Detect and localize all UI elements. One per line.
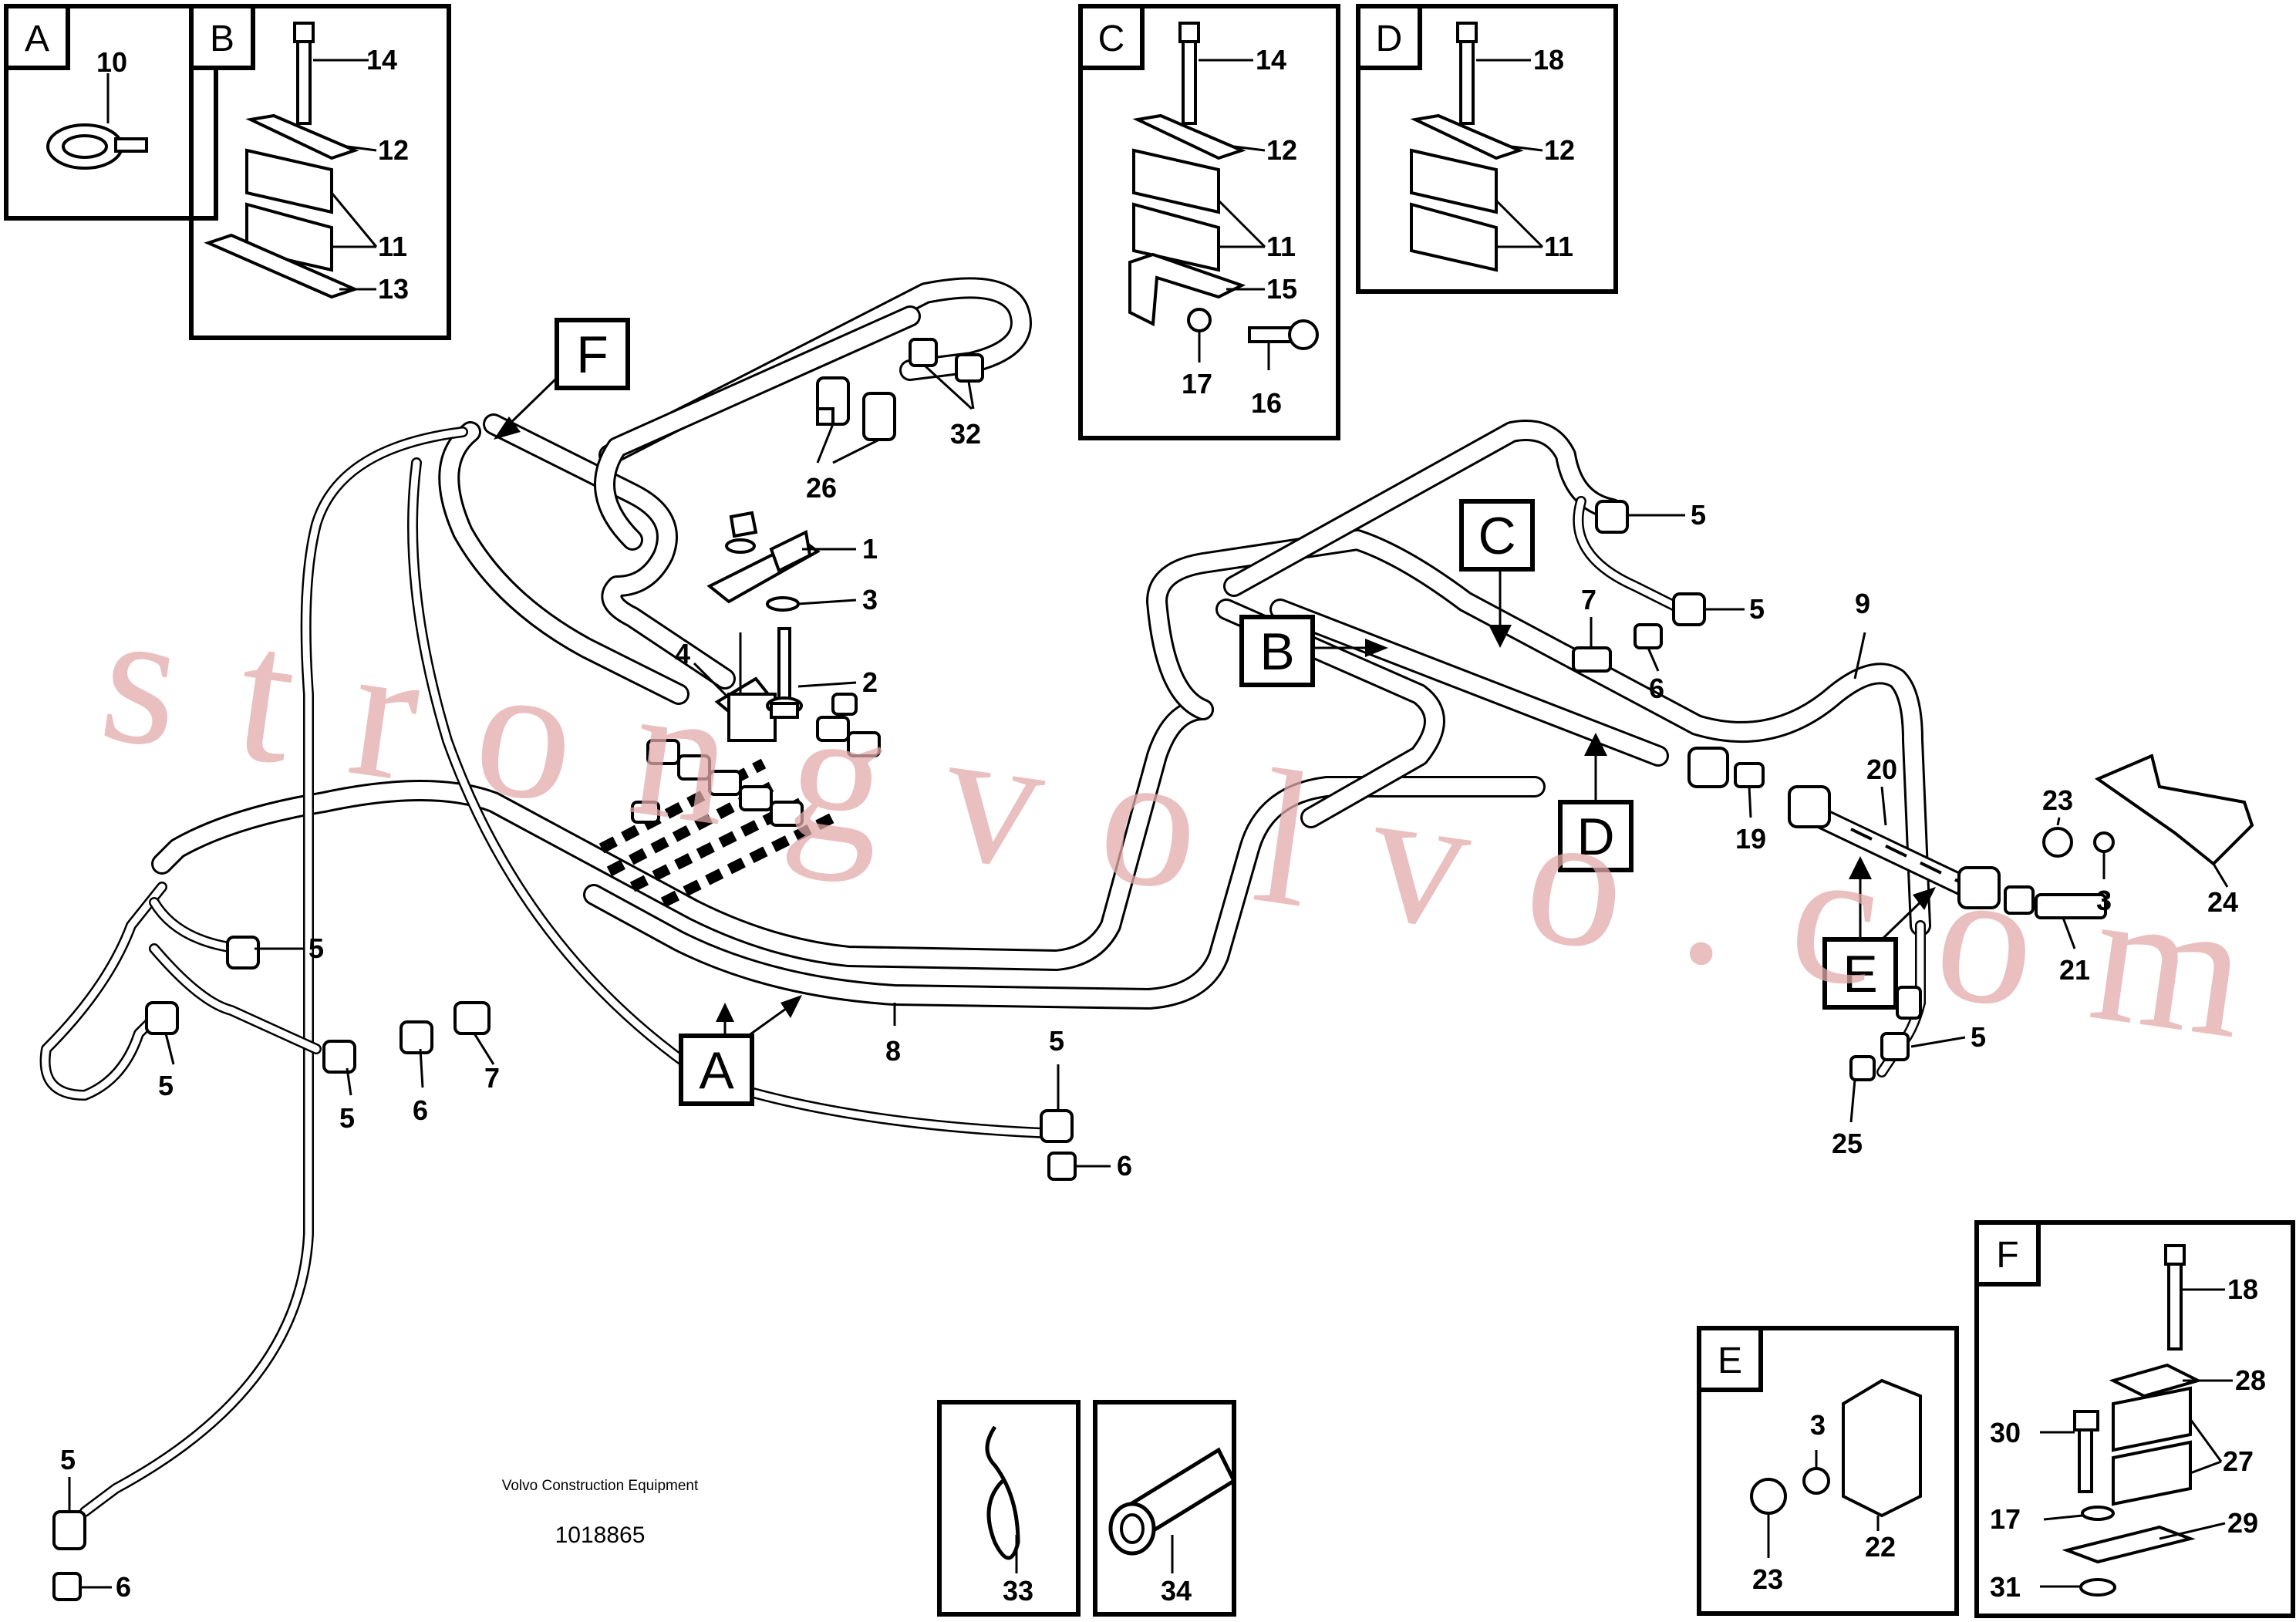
- label-6-bottom-left: 6: [116, 1571, 131, 1603]
- detail-b-label: B: [210, 19, 234, 59]
- label-23-main: 23: [2042, 784, 2073, 816]
- label-5-b: 5: [1749, 593, 1765, 625]
- label-f-17: 17: [1990, 1503, 2021, 1535]
- svg-text:C: C: [1478, 507, 1515, 565]
- detail-box-c: C 14 12 11 15 17 16: [1078, 4, 1340, 440]
- label-6-left: 6: [413, 1094, 428, 1126]
- svg-text:D: D: [1576, 808, 1614, 866]
- svg-text:A: A: [699, 1041, 734, 1100]
- label-e-22: 22: [1865, 1531, 1896, 1563]
- detail-f-label: F: [1996, 1235, 2018, 1276]
- label-6-right: 6: [1649, 673, 1664, 704]
- footer-company: Volvo Construction Equipment: [502, 1478, 699, 1494]
- label-b-11: 11: [378, 231, 407, 262]
- label-19: 19: [1735, 823, 1766, 855]
- label-c-14: 14: [1256, 44, 1286, 76]
- label-9: 9: [1855, 588, 1870, 619]
- detail-box-d: D 18 12 11: [1356, 4, 1618, 294]
- label-5-a: 5: [1691, 499, 1706, 531]
- label-26: 26: [806, 472, 837, 504]
- label-f-27: 27: [2223, 1445, 2254, 1477]
- label-f-18: 18: [2227, 1273, 2258, 1305]
- label-5-left-c: 5: [339, 1102, 355, 1134]
- label-c-11: 11: [1266, 231, 1296, 262]
- label-7-right: 7: [1581, 584, 1596, 615]
- detail-e-label: E: [1718, 1340, 1742, 1381]
- detail-box-e: E 3 22 23: [1697, 1326, 1959, 1616]
- detail-box-b: B 14 12 11 13: [189, 4, 451, 340]
- label-1: 1: [862, 533, 878, 565]
- label-c-15: 15: [1266, 273, 1297, 305]
- label-2: 2: [862, 666, 878, 698]
- label-f-30: 30: [1990, 1417, 2021, 1448]
- label-20: 20: [1866, 754, 1897, 785]
- label-32: 32: [950, 418, 981, 450]
- label-8: 8: [885, 1035, 901, 1067]
- label-f-31: 31: [1990, 1571, 2021, 1603]
- bracket-assembly-1-2-3: [706, 511, 821, 719]
- label-25: 25: [1832, 1128, 1863, 1159]
- label-d-12: 12: [1544, 134, 1575, 166]
- detail-box-a: A 10: [4, 4, 218, 221]
- label-c-12: 12: [1266, 134, 1297, 166]
- detail-box-34: 34: [1093, 1400, 1237, 1617]
- label-5-bottom-left: 5: [60, 1444, 76, 1475]
- callout-tag-e: E: [1822, 856, 1936, 1010]
- label-34: 34: [1161, 1575, 1192, 1607]
- label-d-11: 11: [1544, 231, 1573, 262]
- label-b-12: 12: [378, 134, 409, 166]
- label-f-28: 28: [2235, 1364, 2266, 1396]
- label-5-lower-right: 5: [1971, 1021, 1986, 1053]
- label-24: 24: [2207, 886, 2238, 918]
- main-part-labels: 1 3 2 4 26 32 5 5 7 6 9 19 20 21 2: [60, 365, 2238, 1603]
- detail-box-f: F 18 28 27 29 30 17 31: [1974, 1220, 2295, 1618]
- callout-tag-f: F: [494, 318, 630, 440]
- label-e-3: 3: [1810, 1409, 1826, 1441]
- callout-tag-b: B: [1239, 615, 1388, 687]
- label-7-left: 7: [484, 1062, 500, 1094]
- callout-tag-a: A: [679, 995, 802, 1106]
- label-21: 21: [2059, 954, 2090, 986]
- label-e-23: 23: [1752, 1563, 1783, 1595]
- callout-tag-d: D: [1558, 733, 1633, 872]
- detail-c-label: C: [1098, 19, 1125, 59]
- label-c-17: 17: [1182, 368, 1212, 400]
- detail-d-label: D: [1376, 19, 1403, 59]
- label-4: 4: [675, 638, 690, 669]
- drawing-footer: Volvo Construction Equipment 1018865: [502, 1478, 699, 1548]
- label-d-18: 18: [1533, 44, 1564, 76]
- detail-a-label: A: [25, 19, 49, 59]
- label-6-mid: 6: [1117, 1150, 1132, 1182]
- callout-tag-c: C: [1459, 499, 1535, 648]
- label-5-left-a: 5: [308, 932, 324, 964]
- label-b-13: 13: [378, 273, 409, 305]
- label-3-right: 3: [2096, 885, 2112, 916]
- svg-text:E: E: [1843, 945, 1877, 1003]
- footer-drawing-number: 1018865: [555, 1523, 646, 1548]
- label-10: 10: [96, 46, 127, 78]
- svg-text:B: B: [1259, 622, 1294, 681]
- label-33: 33: [1003, 1575, 1033, 1607]
- label-5-left-b: 5: [158, 1070, 174, 1101]
- label-3: 3: [862, 584, 878, 615]
- control-valve-block: [631, 632, 881, 827]
- detail-box-33: 33: [937, 1400, 1081, 1617]
- label-b-14: 14: [366, 44, 397, 76]
- svg-text:F: F: [576, 325, 609, 384]
- hydraulic-pipe-routing: [39, 277, 1993, 1517]
- label-5-mid: 5: [1049, 1025, 1064, 1057]
- label-f-29: 29: [2227, 1507, 2258, 1539]
- label-c-16: 16: [1251, 387, 1282, 419]
